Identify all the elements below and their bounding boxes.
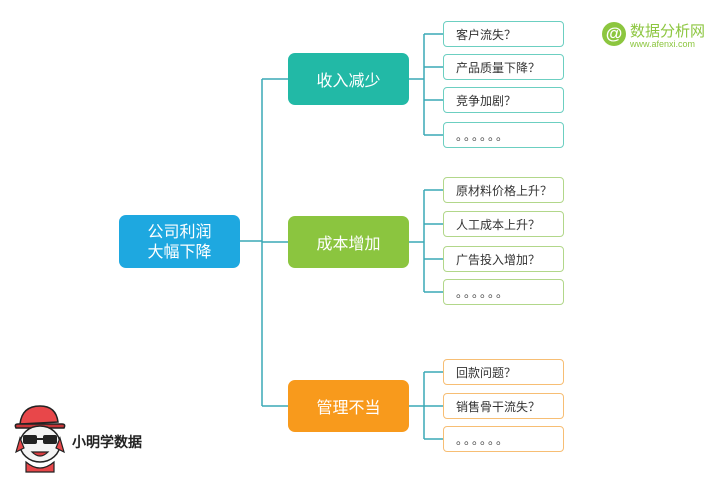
- leaf-connectors-0: [424, 33, 443, 136]
- leaf-node: 销售骨干流失？: [443, 393, 564, 419]
- branch-node-management: 管理不当: [288, 380, 409, 432]
- leaf-node: 回款问题？: [443, 359, 564, 385]
- leaf-node-ellipsis: 。。。。。。: [443, 426, 564, 452]
- at-sign-icon: @: [602, 22, 626, 46]
- root-line-1: 公司利润: [147, 221, 212, 241]
- leaf-node: 产品质量下降？: [443, 54, 564, 80]
- leaf-trunk-1: [409, 190, 425, 292]
- cartoon-boy-with-cap-and-glasses-icon: [14, 405, 66, 473]
- brand-name: 数据分析网: [630, 22, 706, 40]
- root-node: 公司利润 大幅下降: [119, 215, 240, 268]
- brand-logo: @ 数据分析网 www.afenxi.com: [602, 20, 714, 52]
- leaf-connectors-1: [424, 189, 443, 293]
- leaf-connectors-2: [424, 371, 443, 440]
- branch-node-revenue: 收入减少: [288, 53, 409, 105]
- leaf-node-ellipsis: 。。。。。。: [443, 279, 564, 305]
- leaf-node: 竞争加剧？: [443, 87, 564, 113]
- leaf-node: 人工成本上升？: [443, 211, 564, 237]
- leaf-node-ellipsis: 。。。。。。: [443, 122, 564, 148]
- leaf-node: 客户流失？: [443, 21, 564, 47]
- leaf-node: 原材料价格上升？: [443, 177, 564, 203]
- root-line-2: 大幅下降: [147, 241, 212, 261]
- mascot-label: 小明学数据: [72, 435, 142, 451]
- leaf-trunk-0: [409, 34, 425, 135]
- brand-url: www.afenxi.com: [630, 39, 696, 49]
- branch-node-cost: 成本增加: [288, 216, 409, 268]
- leaf-trunk-2: [409, 372, 425, 439]
- leaf-node: 广告投入增加？: [443, 246, 564, 272]
